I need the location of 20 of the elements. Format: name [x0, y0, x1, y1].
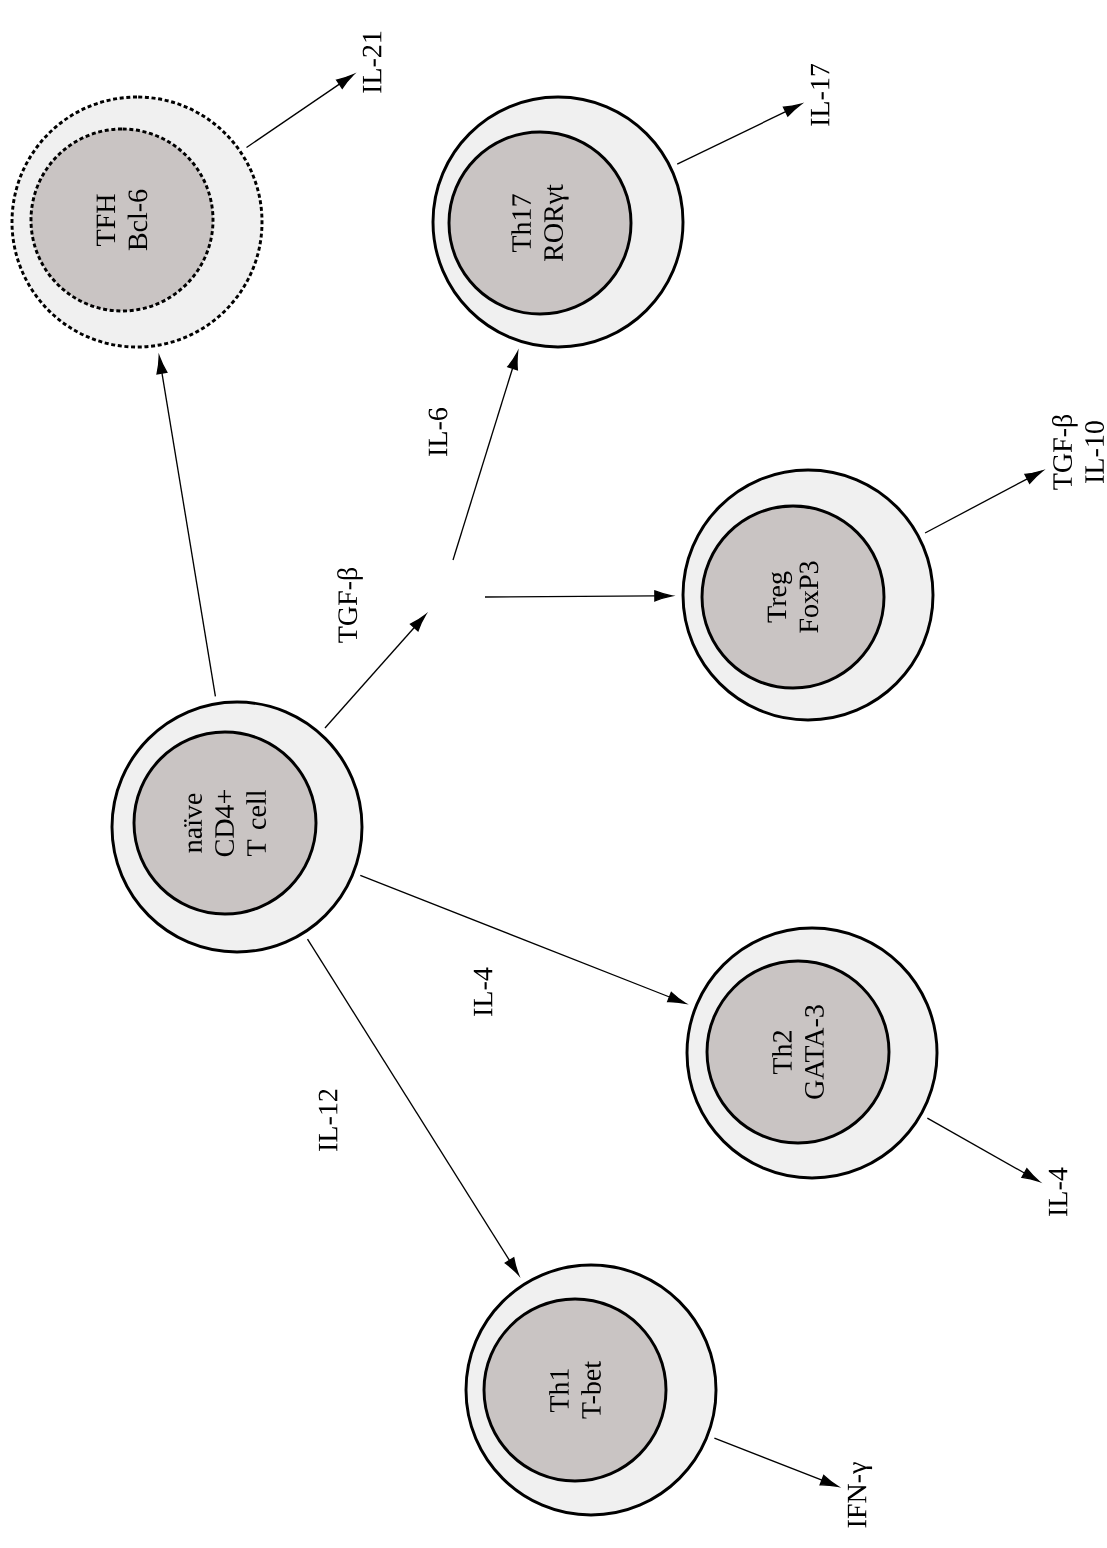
cytokine-label: IL-4 [1048, 1167, 1068, 1216]
edge-label: IL-6 [428, 407, 448, 456]
arrow [452, 351, 519, 561]
edge-label: IL-12 [318, 1089, 338, 1151]
arrow [156, 355, 217, 697]
arrow [324, 614, 427, 729]
edge-label: TGF-β [337, 568, 363, 643]
arrow [676, 103, 802, 165]
arrow [924, 470, 1043, 534]
cytokine-label: IFN-γ [847, 1462, 873, 1528]
cytokine-label: IL-21 [362, 31, 382, 93]
cytokine-label: TGF-β IL-10 [1052, 414, 1104, 490]
edge-label: IL-4 [473, 967, 493, 1016]
arrow [484, 590, 673, 602]
arrow [926, 1117, 1040, 1183]
arrow [359, 874, 687, 1004]
arrow [713, 1437, 839, 1488]
arrow [306, 938, 520, 1276]
arrow [245, 73, 355, 149]
cytokine-label: IL-17 [810, 63, 830, 126]
